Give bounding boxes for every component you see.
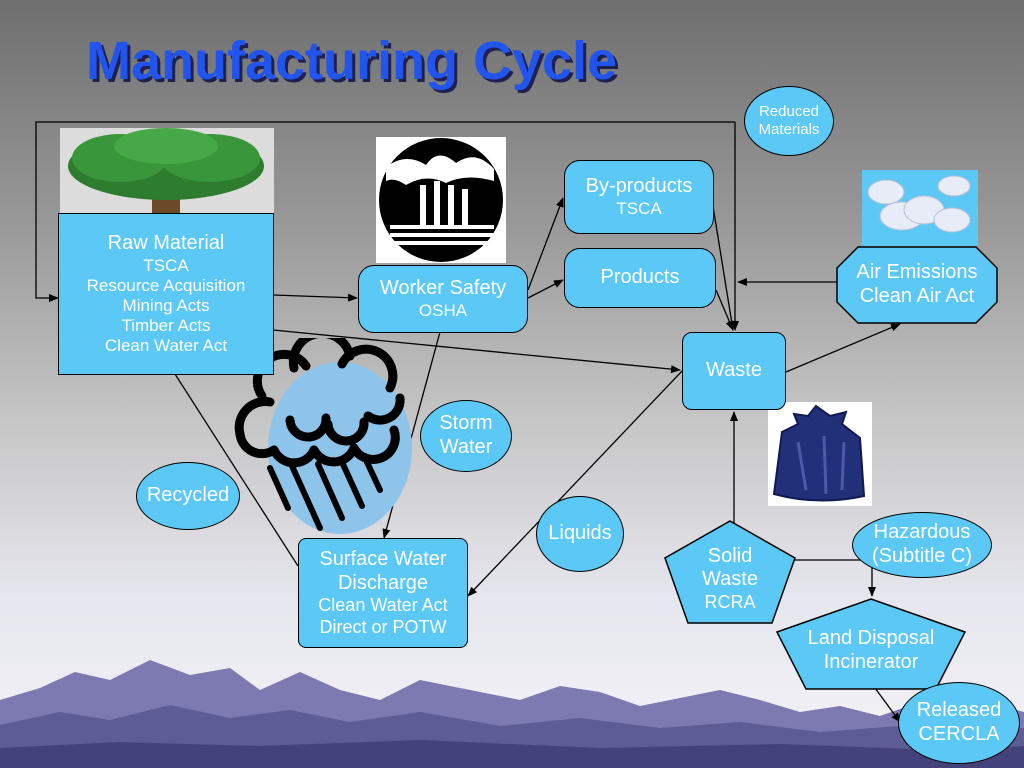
storm-water-line: Storm xyxy=(439,412,493,435)
surface-water-line: Surface Water xyxy=(319,548,447,571)
node-land-disposal[interactable]: Land Disposal Incinerator xyxy=(776,598,966,690)
node-waste[interactable]: Waste xyxy=(682,332,786,410)
products-title: Products xyxy=(600,266,680,289)
worker-safety-title: Worker Safety xyxy=(379,277,507,300)
solid-waste-line: Waste xyxy=(702,568,758,591)
byproducts-line: TSCA xyxy=(616,198,662,218)
surface-water-line: Discharge xyxy=(337,571,429,594)
clouds-icon xyxy=(862,170,978,246)
node-worker-safety[interactable]: Worker Safety OSHA xyxy=(358,265,528,333)
raw-material-line: Clean Water Act xyxy=(104,335,228,355)
node-air-emissions[interactable]: Air Emissions Clean Air Act xyxy=(836,246,998,324)
surface-water-line: Clean Water Act xyxy=(318,595,448,616)
node-byproducts[interactable]: By-products TSCA xyxy=(564,160,714,234)
liquids-title: Liquids xyxy=(548,522,612,545)
byproducts-title: By-products xyxy=(585,175,693,198)
rain-cloud-icon xyxy=(230,328,422,536)
raw-material-line: TSCA xyxy=(143,255,189,275)
node-surface-water[interactable]: Surface Water Discharge Clean Water Act … xyxy=(298,538,468,648)
node-recycled[interactable]: Recycled xyxy=(136,462,240,530)
node-products[interactable]: Products xyxy=(564,248,716,308)
solid-waste-line: RCRA xyxy=(704,591,756,612)
node-released[interactable]: Released CERCLA xyxy=(898,682,1020,764)
node-reduced-materials[interactable]: Reduced Materials xyxy=(744,86,834,156)
trash-bag-icon xyxy=(768,402,872,506)
hazardous-line: Hazardous xyxy=(873,521,971,544)
released-line: Released xyxy=(916,699,1002,722)
land-disposal-line: Land Disposal xyxy=(807,627,935,650)
raw-material-line: Mining Acts xyxy=(122,295,210,315)
worker-safety-line: OSHA xyxy=(418,300,468,320)
raw-material-line: Timber Acts xyxy=(121,315,211,335)
node-raw-material[interactable]: Raw Material TSCA Resource Acquisition M… xyxy=(58,213,274,375)
surface-water-line: Direct or POTW xyxy=(319,616,447,637)
tree-icon xyxy=(60,128,274,220)
raw-material-title: Raw Material xyxy=(107,232,225,255)
reduced-materials-line: Materials xyxy=(758,121,820,138)
hazardous-line: (Subtitle C) xyxy=(871,545,973,567)
solid-waste-line: Solid xyxy=(707,544,753,567)
reduced-materials-line: Reduced xyxy=(758,103,820,121)
factory-icon xyxy=(376,137,506,263)
page-title: Manufacturing Cycle xyxy=(86,31,618,91)
node-liquids[interactable]: Liquids xyxy=(536,496,624,572)
recycled-title: Recycled xyxy=(146,484,230,507)
node-hazardous[interactable]: Hazardous (Subtitle C) xyxy=(852,512,992,578)
raw-material-line: Resource Acquisition xyxy=(86,275,246,295)
storm-water-line: Water xyxy=(439,436,493,458)
node-storm-water[interactable]: Storm Water xyxy=(420,400,512,472)
land-disposal-line: Incinerator xyxy=(823,651,919,673)
air-emissions-line: Air Emissions xyxy=(856,261,978,284)
node-solid-waste[interactable]: Solid Waste RCRA xyxy=(664,520,796,624)
waste-title: Waste xyxy=(706,359,762,382)
released-line: CERCLA xyxy=(918,723,1000,745)
air-emissions-line: Clean Air Act xyxy=(859,285,975,307)
